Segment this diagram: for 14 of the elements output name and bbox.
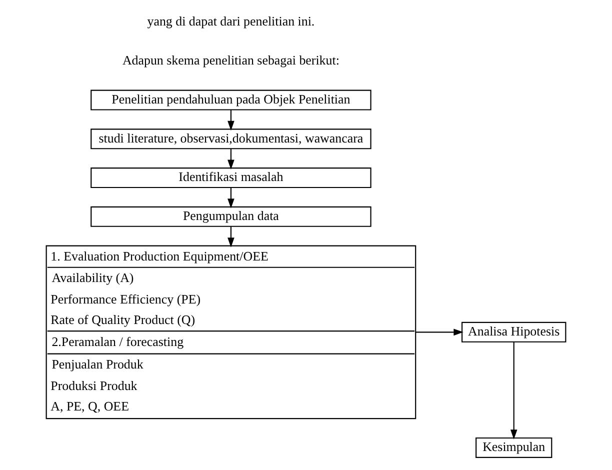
arrow [228,188,234,208]
label: yang di dapat dari penelitian ini. [147,14,315,29]
label: Adapun skema penelitian sebagai berikut: [122,52,340,68]
node-box: Identifikasi masalah [90,168,372,188]
arrow [416,328,464,336]
node-box: Penelitian pendahuluan pada Objek Penelitian [90,90,372,110]
node-box: Analisa Hipotesis [461,322,566,342]
arrow [510,342,518,440]
arrow [228,110,234,131]
arrow [228,226,234,248]
arrow [228,148,234,170]
node-box: studi literature, observasi,dokumentasi, wawancara [90,128,372,150]
node-box: Pengumpulan data [90,206,372,227]
node-box: Kesimpulan [476,437,552,458]
